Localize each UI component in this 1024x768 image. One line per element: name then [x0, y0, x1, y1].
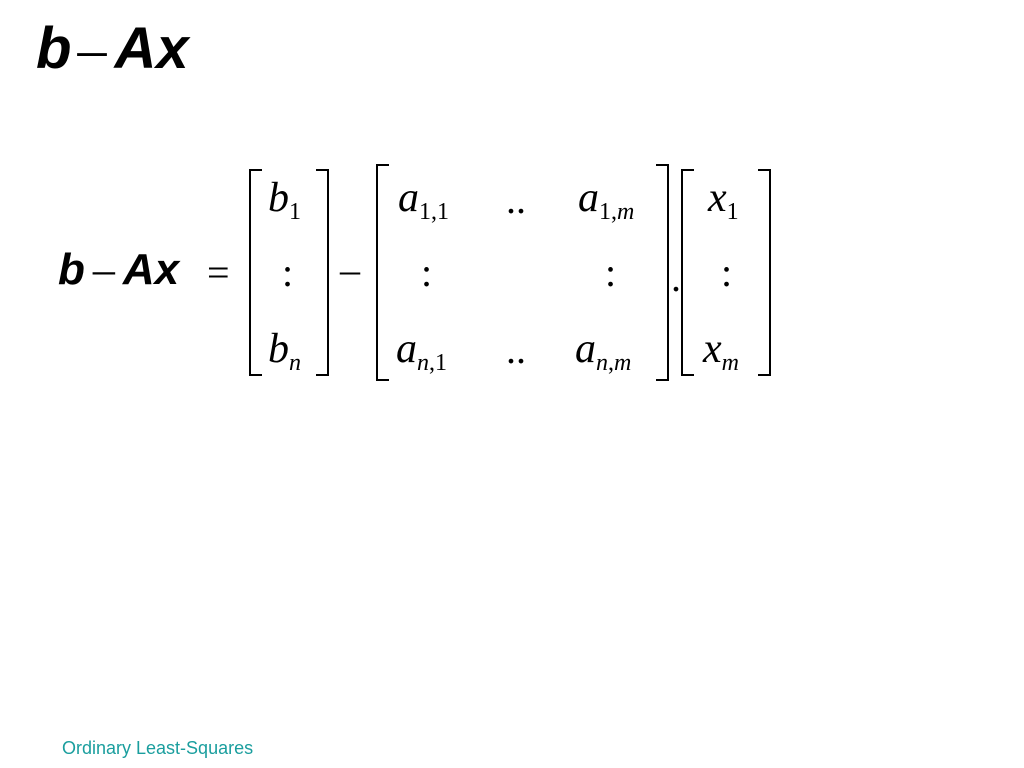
x-top: x1 — [708, 175, 739, 225]
title-A: A — [114, 16, 157, 81]
A-r2c1: : — [421, 250, 433, 295]
title-b: b — [36, 16, 72, 81]
equals-sign: = — [207, 250, 230, 295]
title-minus: – — [77, 16, 107, 81]
b-top: b1 — [268, 175, 301, 225]
multiply-dot: . — [671, 255, 681, 300]
equation-lhs: b–Ax — [58, 240, 179, 300]
x-left-bracket — [681, 169, 694, 376]
b-left-bracket — [249, 169, 262, 376]
title-x: x — [156, 16, 189, 81]
A-r1c2: .. — [506, 177, 526, 222]
A-r2c3: : — [605, 250, 617, 295]
A-left-bracket — [376, 164, 389, 381]
A-r3c1: an,1 — [396, 326, 447, 376]
x-bot: xm — [703, 326, 739, 376]
lhs-Ax: Ax — [122, 245, 180, 294]
x-right-bracket — [758, 169, 771, 376]
A-r3c2: .. — [506, 327, 526, 372]
A-r1c1: a1,1 — [398, 175, 449, 225]
A-r1c3: a1,m — [578, 175, 635, 225]
A-r3c3: an,m — [575, 326, 632, 376]
minus-operator: – — [340, 247, 360, 292]
b-mid: : — [282, 250, 294, 295]
x-mid: : — [721, 250, 733, 295]
b-bot: bn — [268, 326, 301, 376]
slide-title: b–Ax — [36, 14, 189, 84]
lhs-b: b — [58, 245, 85, 294]
b-right-bracket — [316, 169, 329, 376]
footer-label: Ordinary Least-Squares — [62, 738, 254, 758]
lhs-minus: – — [92, 245, 115, 294]
A-right-bracket — [656, 164, 669, 381]
